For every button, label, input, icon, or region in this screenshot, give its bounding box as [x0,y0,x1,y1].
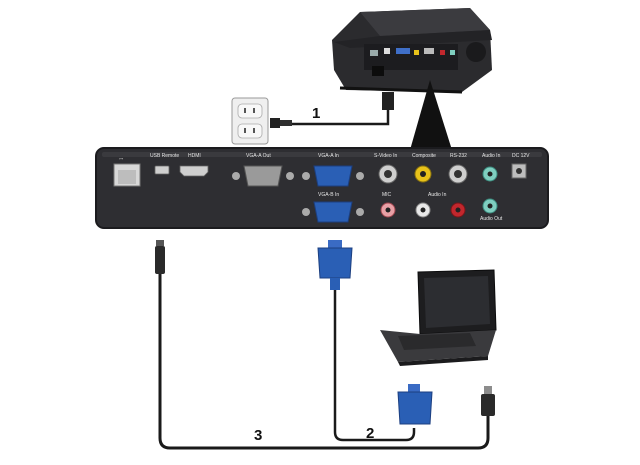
label-audio-r: Audio In [428,192,447,198]
label-dc-12v: DC 12V [512,153,530,159]
vga-a-in-port [313,165,353,187]
label-hdmi: HDMI [188,153,201,159]
label-rs232: RS-232 [450,153,467,159]
label-usb-remote: USB Remote [150,153,179,159]
connection-number-3: 3 [254,427,262,444]
power-cable [270,92,394,128]
projector-rear-panel: ⊶ USB Remote HDMI VGA-A Out VGA-A In VGA… [95,147,549,229]
label-mic: MIC [382,192,392,198]
connection-number-1: 1 [312,105,320,122]
label-vga-a-out: VGA-A Out [246,153,271,159]
vga-a-out-port [243,165,283,187]
label-composite: Composite [412,153,436,159]
laptop [380,269,497,366]
vga-b-in-port [313,201,353,223]
projector [332,8,492,94]
label-audio-out: Audio Out [480,216,503,222]
connection-number-2: 2 [366,425,374,442]
usb-cable [155,240,495,450]
vga-cable [317,240,433,442]
wall-outlet [231,97,269,145]
pointer-triangle [410,80,452,150]
label-audio-in: Audio In [482,153,501,159]
lan-icon: ⊶ [119,156,123,161]
hdmi-port [179,165,209,177]
label-s-video-in: S-Video In [374,153,397,159]
label-vga-b-in: VGA-B In [318,192,339,198]
usb-remote-port [154,165,170,175]
label-vga-a-in: VGA-A In [318,153,339,159]
